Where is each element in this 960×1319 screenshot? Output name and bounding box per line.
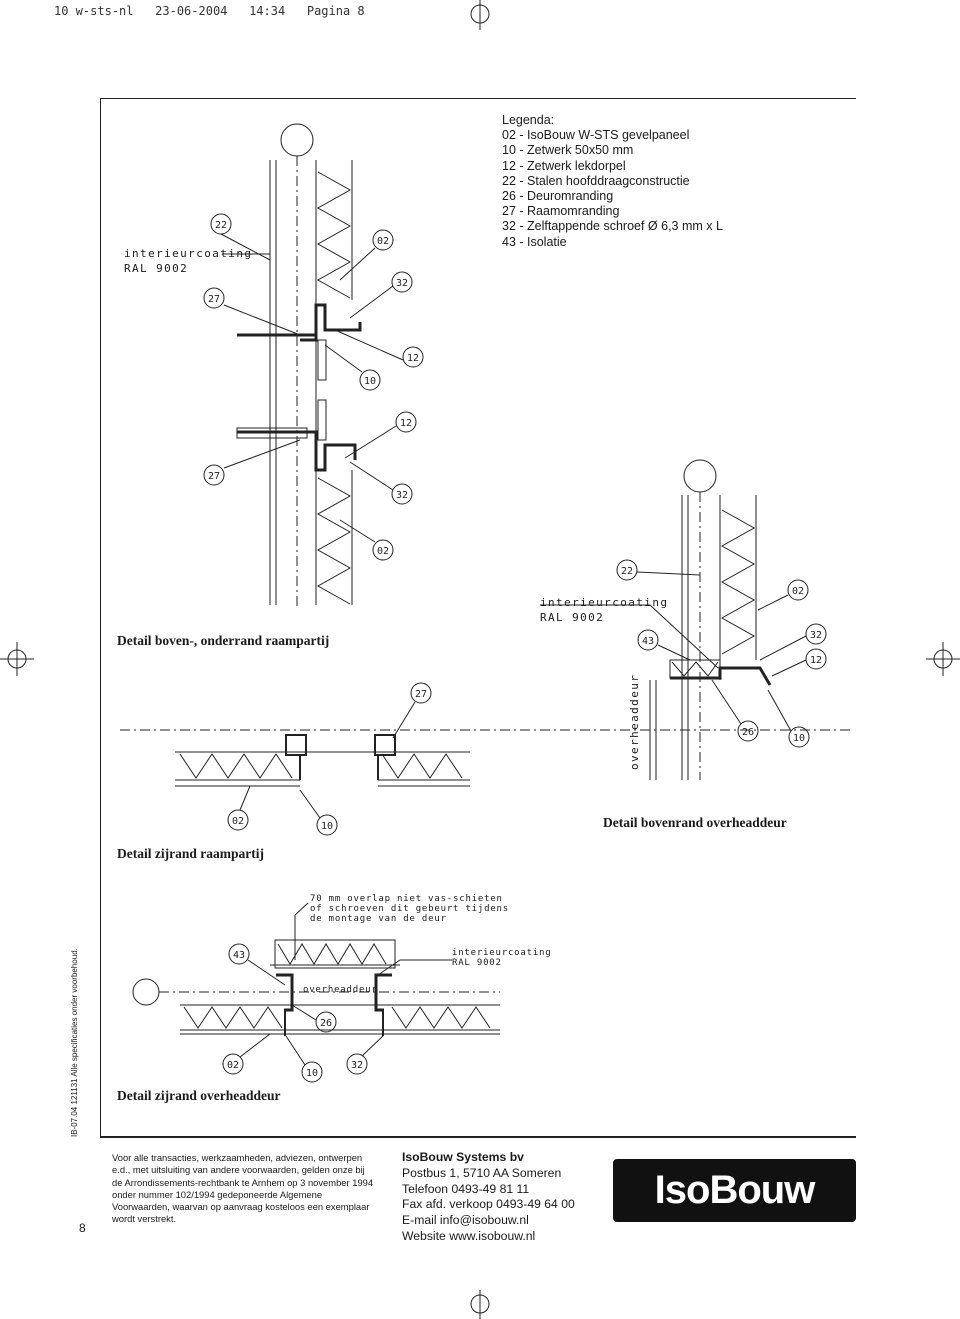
company-name: IsoBouw Systems bv	[402, 1150, 524, 1164]
right-coating-ral: RAL 9002	[540, 611, 605, 624]
bottom-coating-label: interieurcoating	[452, 948, 552, 958]
marker-m-02: 02	[232, 816, 244, 827]
note-line: 70 mm overlap niet vas-schieten	[310, 894, 503, 904]
crop-mark-right	[926, 642, 960, 676]
marker-12b: 12	[400, 418, 412, 429]
crop-mark-bottom	[470, 1290, 490, 1319]
top-coating-label: interieurcoating	[124, 247, 253, 260]
marker-27b: 27	[208, 471, 220, 482]
legend-item: 12 - Zetwerk lekdorpel	[502, 158, 626, 173]
marker-m-10: 10	[321, 821, 333, 832]
legend-item: 10 - Zetwerk 50x50 mm	[502, 143, 634, 158]
company-email[interactable]: E-mail info@isobouw.nl	[402, 1213, 529, 1228]
legend-item: 27 - Raamomranding	[502, 204, 620, 219]
bottom-door-label: overheaddeur	[303, 985, 378, 995]
marker-b-10: 10	[306, 1068, 318, 1079]
right-coating-label: interieurcoating	[540, 596, 669, 609]
legend: Legenda: 02 - IsoBouw W-STS gevelpaneel …	[502, 113, 723, 250]
company-website[interactable]: Website www.isobouw.nl	[402, 1228, 536, 1243]
legend-item: 43 - Isolatie	[502, 234, 567, 249]
marker-12: 12	[407, 353, 419, 364]
caption-middle-detail: Detail zijrand raampartij	[117, 846, 264, 861]
marker-r-12: 12	[810, 655, 822, 666]
crop-mark-left	[0, 642, 34, 676]
page-frame	[100, 98, 856, 1138]
company-address: Postbus 1, 5710 AA Someren	[402, 1165, 562, 1180]
marker-32: 32	[396, 278, 408, 289]
marker-r-32: 32	[810, 630, 822, 641]
drawing-middle	[120, 682, 850, 836]
marker-b-32: 32	[351, 1060, 363, 1071]
legend-title: Legenda:	[502, 113, 555, 127]
page-number: 8	[79, 1221, 86, 1235]
marker-02: 02	[377, 236, 389, 247]
marker-m-27: 27	[415, 689, 427, 700]
bottom-note: 70 mm overlap niet vas-schieten of schro…	[310, 894, 509, 924]
isobouw-logo: IsoBouw	[613, 1159, 856, 1222]
marker-r-10: 10	[793, 733, 805, 744]
drawing-top	[203, 123, 424, 610]
marker-02b: 02	[377, 546, 389, 557]
company-fax: Fax afd. verkoop 0493-49 64 00	[402, 1197, 575, 1212]
drawing-bottom	[132, 902, 500, 1083]
crop-mark-top	[470, 0, 490, 30]
marker-27: 27	[208, 294, 220, 305]
right-door-label: overheaddeur	[628, 673, 641, 770]
note-line: de montage van de deur	[310, 914, 447, 924]
legend-item: 22 - Stalen hoofddraagconstructie	[502, 173, 690, 188]
print-header: 10 w-sts-nl 23-06-2004 14:34 Pagina 8	[54, 4, 365, 18]
footer-rule	[100, 1136, 856, 1138]
legend-item: 02 - IsoBouw W-STS gevelpaneel	[502, 128, 690, 143]
legend-item: 26 - Deuromranding	[502, 189, 614, 204]
footer-contact: IsoBouw Systems bv Postbus 1, 5710 AA So…	[402, 1150, 575, 1245]
bottom-coating-ral: RAL 9002	[452, 958, 502, 968]
marker-r-02: 02	[792, 586, 804, 597]
marker-22: 22	[215, 220, 227, 231]
drawing-right	[540, 459, 827, 780]
marker-b-26: 26	[320, 1018, 332, 1029]
marker-b-02: 02	[227, 1060, 239, 1071]
legend-item: 32 - Zelftappende schroef Ø 6,3 mm x L	[502, 219, 723, 234]
caption-bottom-detail: Detail zijrand overheaddeur	[117, 1088, 281, 1103]
top-coating-ral: RAL 9002	[124, 262, 189, 275]
company-phone: Telefoon 0493-49 81 11	[402, 1181, 530, 1196]
caption-right-detail: Detail bovenrand overheaddeur	[603, 815, 787, 830]
marker-10: 10	[364, 376, 376, 387]
marker-32b: 32	[396, 490, 408, 501]
footer-disclaimer: Voor alle transacties, werkzaamheden, ad…	[112, 1152, 374, 1225]
side-spec-note: IB-07.04 121131 Alle specificaties onder…	[70, 948, 79, 1137]
caption-top-detail: Detail boven-, onderrand raampartij	[117, 633, 330, 648]
marker-r-43: 43	[642, 636, 654, 647]
marker-r-26: 26	[742, 727, 754, 738]
marker-r-22: 22	[621, 566, 633, 577]
marker-b-43: 43	[233, 950, 245, 961]
note-line: of schroeven dit gebeurt tijdens	[310, 904, 509, 914]
